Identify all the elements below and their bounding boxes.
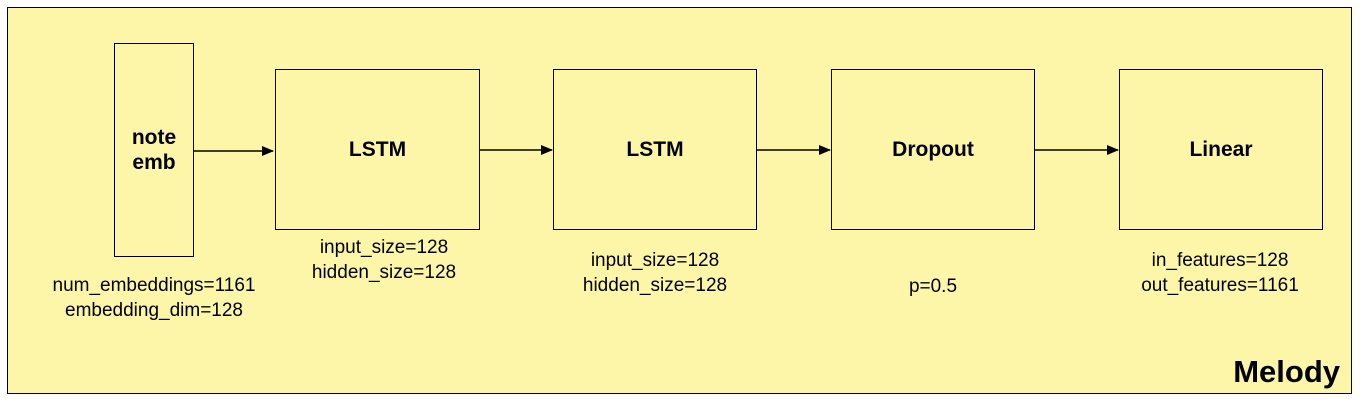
param-line: p=0.5: [908, 276, 958, 297]
param-line: num_embeddings=1161: [52, 275, 256, 296]
param-line: embedding_dim=128: [65, 299, 243, 321]
params-dropout: p=0.5: [793, 275, 1073, 300]
node-linear: Linear: [1119, 69, 1323, 230]
param-line: input_size=128: [319, 237, 449, 258]
node-lstm-2: LSTM: [553, 69, 757, 230]
node-label: note emb: [131, 125, 177, 174]
node-dropout: Dropout: [831, 69, 1035, 230]
params-lstm-1: input_size=128 hidden_size=128: [244, 236, 524, 285]
node-lstm-1: LSTM: [275, 69, 480, 230]
param-line: out_features=1161: [1141, 274, 1299, 296]
node-label: Linear: [1189, 137, 1253, 161]
params-note-emb: num_embeddings=1161 embedding_dim=128: [14, 274, 294, 323]
node-label: LSTM: [626, 137, 684, 161]
params-linear: in_features=128 out_features=1161: [1080, 249, 1360, 298]
param-line: in_features=128: [1151, 250, 1289, 271]
param-line: hidden_size=128: [582, 274, 728, 296]
node-label: LSTM: [348, 137, 407, 161]
node-label: Dropout: [892, 137, 974, 161]
diagram-title: Melody: [1233, 354, 1340, 389]
node-note-emb: note emb: [114, 43, 194, 257]
param-line: hidden_size=128: [311, 261, 457, 283]
param-line: input_size=128: [590, 250, 720, 271]
params-lstm-2: input_size=128 hidden_size=128: [515, 249, 795, 298]
